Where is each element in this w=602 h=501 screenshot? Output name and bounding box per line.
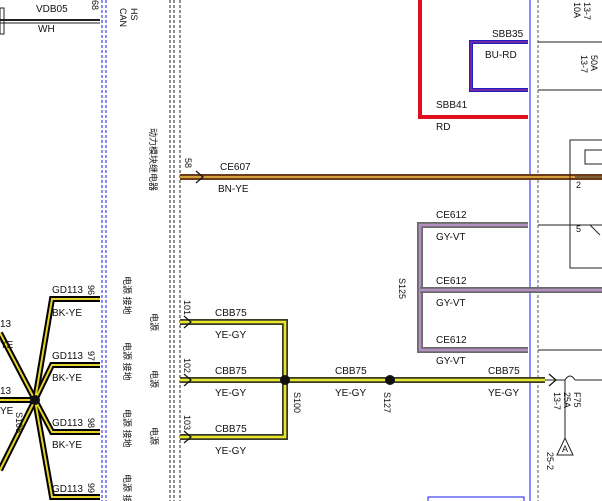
ce607-circuit: CE607 [220, 162, 251, 173]
vdb05-circuit: VDB05 [36, 4, 68, 15]
gd113-pin-2: 97 [86, 351, 96, 361]
gd113-pin-4: 99 [86, 483, 96, 493]
cbb75-circuit-1: CBB75 [215, 308, 247, 319]
fuse-f75: F75 [572, 392, 582, 408]
cbb75-mid-color: YE-GY [335, 388, 366, 399]
gd113-signal-1: 电源 接地 [122, 276, 133, 315]
cbb75-circuit-3: CBB75 [215, 424, 247, 435]
bottom-component-box [427, 496, 525, 501]
fuse2-amp: 50A [589, 55, 599, 71]
right-connector-boundary [529, 0, 539, 501]
right-component-box: 2 5 [569, 139, 602, 269]
vdb05-pin: 68 [90, 0, 100, 10]
cbb75-circuit-2: CBB75 [215, 366, 247, 377]
ce612-circuit-1: CE612 [436, 210, 467, 221]
fuse1-amp: 10A [572, 2, 582, 18]
sbb41-label: SBB41 [436, 100, 468, 111]
box-pin-2: 2 [576, 180, 581, 190]
gd113-circuit-1: GD113 [52, 285, 83, 296]
ce612-color-2: GY-VT [436, 298, 466, 309]
gd113-circuit-2: GD113 [52, 351, 83, 362]
ground-ref: 25-2 [545, 452, 555, 470]
gd113-pin-1: 96 [86, 285, 96, 295]
gd113-color-2: BK-YE [52, 373, 82, 384]
vdb05-color: WH [38, 24, 55, 35]
cbb75-mid-circuit: CBB75 [335, 366, 367, 377]
partial-label-b: YE [0, 340, 14, 351]
cbb75-color-3: YE-GY [215, 446, 246, 457]
gd113-color-3: BK-YE [52, 440, 82, 451]
cbb75-pin-2: 102 [182, 358, 192, 373]
rd-label: RD [436, 122, 450, 133]
ground-symbol-letter: A [562, 444, 568, 454]
cbb75-pin-3: 103 [182, 415, 192, 430]
ground-symbol: A 25-2 [545, 380, 574, 470]
wire-ce607: CE607 BN-YE 58 动力模块继电器 [148, 128, 602, 195]
partial-label-a: 13 [0, 319, 12, 330]
cbb75-right-color: YE-GY [488, 388, 519, 399]
cbb75-right-circuit: CBB75 [488, 366, 520, 377]
s108-splice: S108 [14, 412, 24, 433]
ce607-color: BN-YE [218, 184, 249, 195]
partial-label-d: YE [0, 406, 14, 417]
wire-group-gd113: S108 GD113 BK-YE GD113 BK-YE GD113 BK-YE… [0, 276, 133, 501]
bu-rd-label: BU-RD [485, 50, 517, 61]
gd113-pin-3: 98 [86, 418, 96, 428]
s125-splice: S125 [397, 278, 407, 299]
ce607-pin: 58 [183, 158, 193, 168]
fuse2-ref: 13-7 [579, 55, 589, 73]
gd113-signal-3: 电源 接地 [122, 409, 133, 448]
fuse-13-7: 13-7 [552, 392, 562, 410]
fuse1-ref: 13-7 [582, 2, 592, 20]
cbb75-color-2: YE-GY [215, 388, 246, 399]
box-pin-5: 5 [576, 224, 581, 234]
ce612-circuit-2: CE612 [436, 276, 467, 287]
cbb75-pin-1: 101 [182, 300, 192, 315]
connector-tag-hs: HS [129, 8, 139, 21]
cbb75-signal-2: 电源 [149, 370, 160, 388]
gd113-color-1: BK-YE [52, 308, 82, 319]
cbb75-signal-1: 电源 [149, 313, 160, 331]
gd113-signal-4: 电源 接地 [122, 474, 133, 501]
wire-group-ce612: CE612 GY-VT CE612 GY-VT CE612 GY-VT S125 [397, 210, 602, 367]
s127-splice: S127 [382, 392, 392, 413]
connector-tag-can: CAN [118, 8, 128, 27]
wire-sbb41-rd: SBB41 RD [418, 0, 528, 133]
s100-splice: S100 [292, 392, 302, 413]
gd113-signal-2: 电源 接地 [122, 342, 133, 381]
ce607-signal: 动力模块继电器 [148, 128, 159, 191]
wire-sbb35-bu-rd: SBB35 BU-RD [469, 29, 602, 92]
left-connector-boundary [101, 0, 181, 501]
ce612-color-1: GY-VT [436, 232, 466, 243]
sbb35-label: SBB35 [492, 29, 524, 40]
ce612-color-3: GY-VT [436, 356, 466, 367]
gd113-circuit-3: GD113 [52, 418, 83, 429]
cbb75-signal-3: 电源 [149, 427, 160, 445]
wire-vdb05: VDB05 WH 68 [0, 0, 100, 35]
partial-label-c: 13 [0, 386, 12, 397]
wire-group-cbb75: CBB75 YE-GY CBB75 YE-GY CBB75 YE-GY CBB7… [149, 300, 602, 457]
ce612-circuit-3: CE612 [436, 335, 467, 346]
cbb75-color-1: YE-GY [215, 330, 246, 341]
gd113-circuit-4: GD113 [52, 484, 83, 495]
fuse-25a: 25A [562, 392, 572, 408]
